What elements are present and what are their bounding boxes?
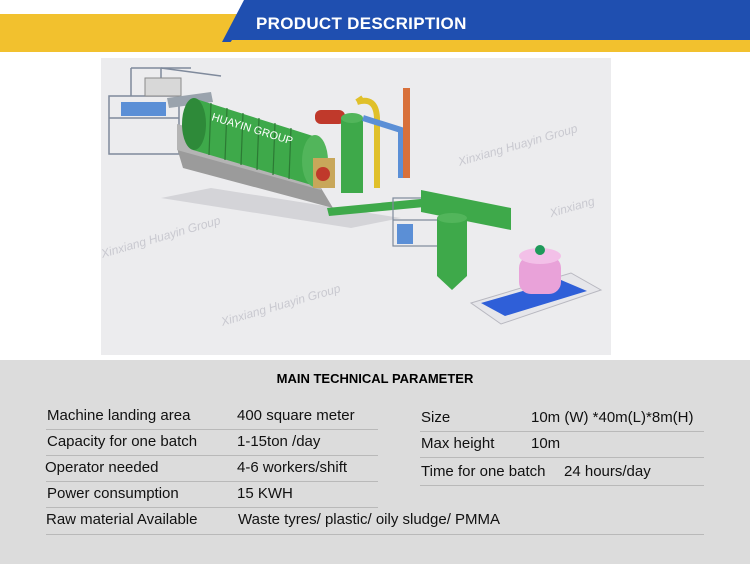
page-title: PRODUCT DESCRIPTION xyxy=(256,14,467,33)
param-label: Operator needed xyxy=(45,459,159,476)
pyrolysis-plant-icon: HUAYIN GROUP xyxy=(108,67,603,325)
param-value: 400 square meter xyxy=(237,407,355,424)
banner-shapes xyxy=(0,0,750,52)
header-banner: PRODUCT DESCRIPTION xyxy=(0,0,750,52)
param-label: Time for one batch xyxy=(421,463,546,480)
product-image: HUAYIN GROUP xyxy=(101,58,611,355)
row-divider xyxy=(46,455,378,456)
param-label: Max height xyxy=(421,435,495,452)
param-label: Power consumption xyxy=(47,485,179,502)
param-label: Size xyxy=(421,409,451,426)
param-value: 4-6 workers/shift xyxy=(237,459,348,476)
section-title: MAIN TECHNICAL PARAMETER xyxy=(276,371,474,386)
row-divider xyxy=(46,507,378,508)
param-value: 10m xyxy=(531,435,561,452)
technical-parameters: MAIN TECHNICAL PARAMETER Machine landing… xyxy=(0,360,750,564)
row-divider xyxy=(46,429,378,430)
param-value: Waste tyres/ plastic/ oily sludge/ PMMA xyxy=(238,511,501,528)
param-value: 1-15ton /day xyxy=(237,433,321,450)
row-divider xyxy=(420,485,704,486)
param-value: 10m (W) *40m(L)*8m(H) xyxy=(531,409,694,426)
banner-gold-underline xyxy=(224,40,750,52)
row-divider xyxy=(420,457,704,458)
param-value: 15 KWH xyxy=(237,485,293,502)
param-label: Raw material Available xyxy=(46,511,198,528)
banner-blue-bar xyxy=(222,0,750,42)
banner-gold-stripe xyxy=(0,14,258,52)
row-divider xyxy=(46,481,378,482)
param-value: 24 hours/day xyxy=(564,463,651,480)
row-divider xyxy=(46,534,704,535)
row-divider xyxy=(420,431,704,432)
param-label: Machine landing area xyxy=(47,407,191,424)
param-label: Capacity for one batch xyxy=(47,433,198,450)
